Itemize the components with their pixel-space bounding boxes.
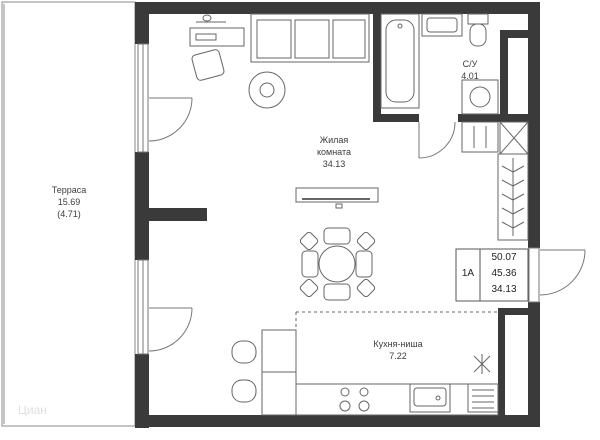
living-room-label: Жилая комната 34.13	[298, 134, 370, 170]
living-furniture	[189, 13, 379, 301]
bathtub	[380, 13, 420, 109]
entrance-door	[528, 247, 586, 303]
terrace-area: 15.69	[57, 197, 81, 207]
total-area: 50.07	[491, 252, 517, 263]
bathroom-area: 4.01	[461, 71, 479, 81]
kitchen	[231, 311, 499, 416]
apartment-areas: 50.07 45.36 34.13	[480, 251, 528, 301]
living-room-area: 34.13	[322, 159, 346, 169]
bathroom-name: С/У	[462, 59, 478, 69]
living-room-name-line1: Жилая	[319, 135, 349, 145]
apartment-type-label: 1А	[461, 268, 475, 279]
area-without-terrace: 45.36	[491, 268, 517, 279]
living-room-name-line2: комната	[316, 147, 352, 157]
kitchen-name: Кухня-ниша	[373, 339, 423, 349]
terrace-reduced-area: (4.71)	[57, 209, 81, 219]
terrace-name: Терраса	[51, 185, 87, 195]
living-area-value: 34.13	[491, 284, 517, 295]
apartment-summary-box	[455, 248, 529, 302]
watermark: Циан	[18, 403, 47, 417]
wardrobe	[461, 121, 529, 241]
bathroom-label: С/У 4.01	[450, 58, 490, 82]
terrace-doors	[148, 97, 193, 352]
exterior-walls	[135, 2, 540, 428]
bathroom-fixtures	[421, 13, 499, 115]
left-windows	[137, 43, 149, 355]
kitchen-label: Кухня-ниша 7.22	[358, 338, 438, 362]
bathroom-door	[418, 121, 456, 159]
terrace-label: Терраса 15.69 (4.71)	[30, 184, 108, 220]
kitchen-area: 7.22	[389, 351, 407, 361]
